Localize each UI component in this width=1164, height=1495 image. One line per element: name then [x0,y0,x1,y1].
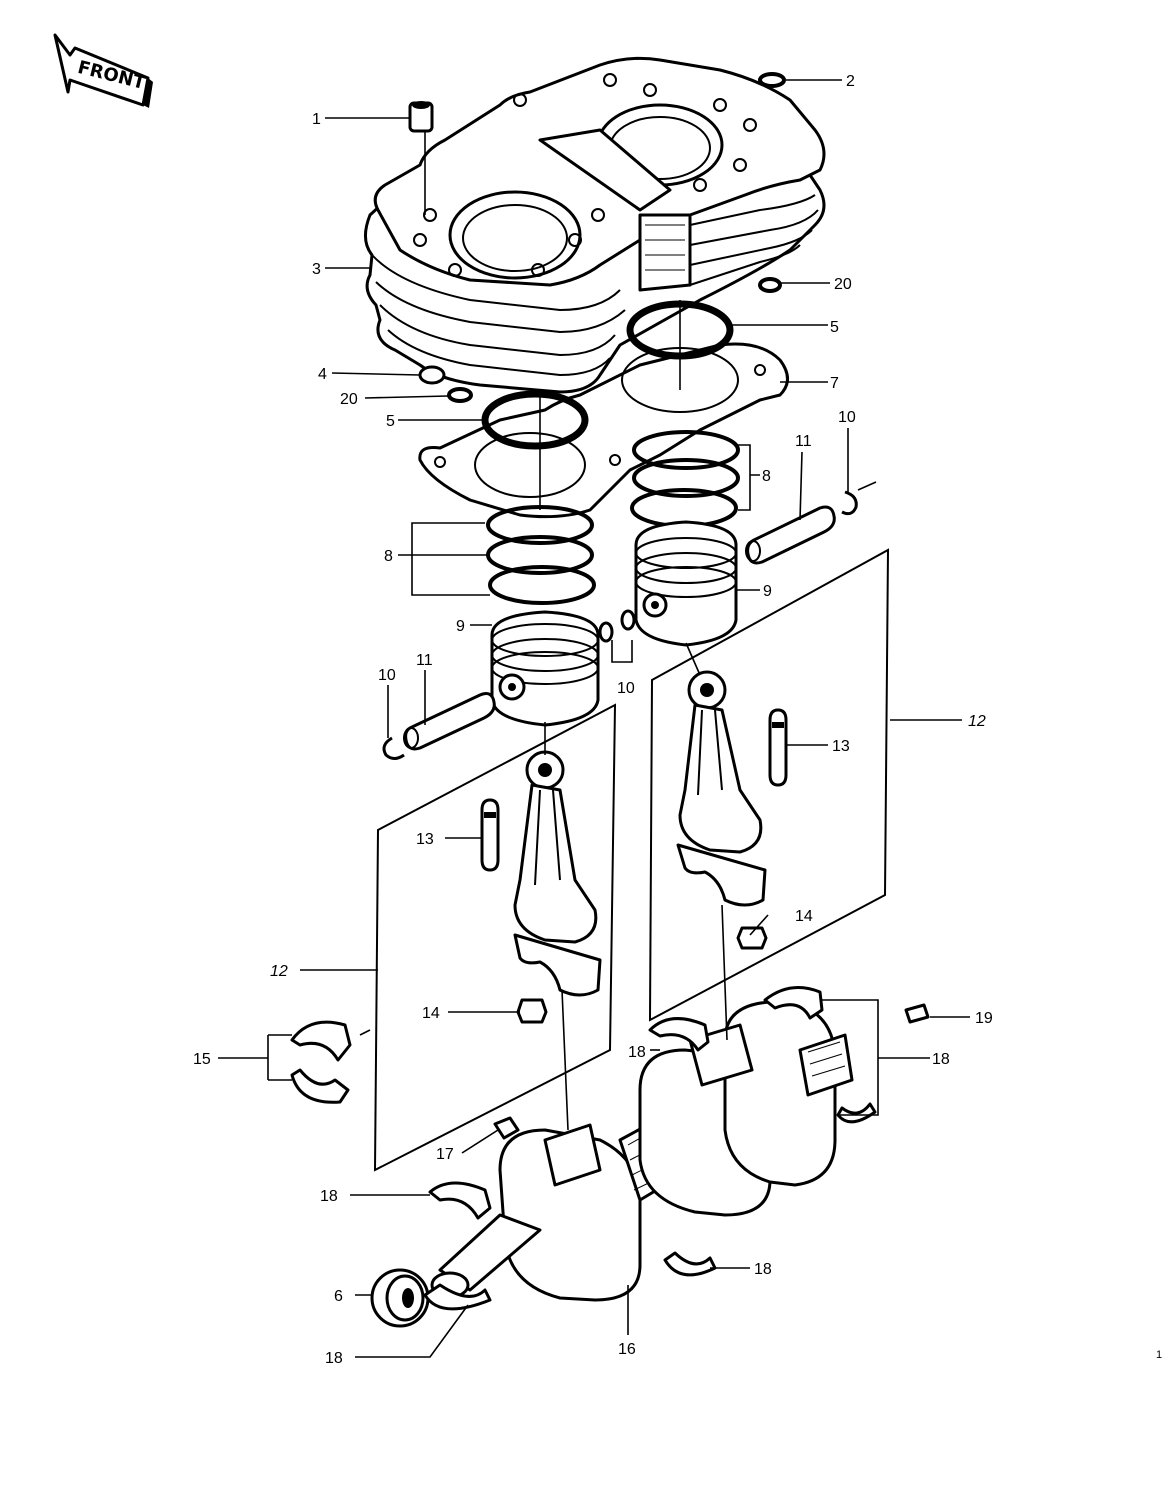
connecting-rod-left [513,750,602,997]
piston-rings-left [486,505,596,605]
callout-10-right: 10 [838,409,856,426]
callout-5-right: 5 [830,319,839,336]
conrod-group-outline-right [648,548,890,1022]
oil-seal [370,1268,430,1328]
callout-19: 19 [975,1010,993,1027]
callout-15: 15 [193,1051,211,1068]
callout-3: 3 [312,261,321,278]
callout-13-left: 13 [416,831,434,848]
conrod-nut-right [736,926,768,950]
conrod-bolt-left [480,798,500,872]
callout-1: 1 [312,111,321,128]
callout-14-right: 14 [795,908,813,925]
o-ring-right [758,277,782,293]
callout-8-right: 8 [762,468,771,485]
callout-11-right: 11 [795,433,812,450]
conrod-group-outline-left [373,703,617,1172]
woodruff-key [904,1003,930,1024]
callout-12-left: 12 [270,963,288,980]
plug [418,365,446,385]
dowel-pin [408,101,434,133]
conrod-nut-left [516,998,548,1024]
piston-pin-left [403,692,496,751]
circlips [382,490,858,760]
callout-4: 4 [318,366,327,383]
callout-18-right: 18 [932,1051,950,1068]
callout-13-right: 13 [832,738,850,755]
o-ring-left [447,387,473,403]
cylinder-base-gasket [418,342,789,519]
callout-20-left: 20 [340,391,358,408]
callout-labels: 1 2 3 20 5 4 7 20 5 8 11 10 8 9 9 10 11 … [193,73,993,1367]
piston-left [490,610,600,727]
callout-6: 6 [334,1288,343,1305]
crankshaft [430,1000,854,1302]
callout-12-right: 12 [968,713,986,730]
main-bearing-inserts [423,986,877,1311]
callout-8-left: 8 [384,548,393,565]
callout-18-lower: 18 [754,1261,772,1278]
callout-10-left: 10 [378,667,396,684]
callout-20-right: 20 [834,276,852,293]
conrod-bearing-inserts [290,1020,352,1104]
callout-10-center: 10 [617,680,635,697]
assembly-center-lines [359,131,877,1131]
leader-lines [218,79,970,1358]
crank-plug [493,1116,520,1140]
callout-5-left: 5 [386,413,395,430]
piston-pin-right [745,505,836,565]
callout-18-left: 18 [320,1188,338,1205]
page-number: 1 [1156,1349,1162,1361]
connecting-rod-right [676,670,767,907]
cylinder-block [364,56,826,394]
callout-7: 7 [830,375,839,392]
callout-16: 16 [618,1341,636,1358]
callout-9-right: 9 [763,583,772,600]
callout-2: 2 [846,73,855,90]
callout-9-left: 9 [456,618,465,635]
callout-18-bottom: 18 [325,1350,343,1367]
conrod-bolt-right [768,708,788,787]
o-ring-top [758,72,786,88]
piston-right [634,520,738,647]
callout-11-left: 11 [416,652,433,669]
callout-18-upper-left: 18 [628,1044,646,1061]
front-direction-badge: FRONT [53,33,153,108]
callout-14-left: 14 [422,1005,440,1022]
callout-17: 17 [436,1146,454,1163]
